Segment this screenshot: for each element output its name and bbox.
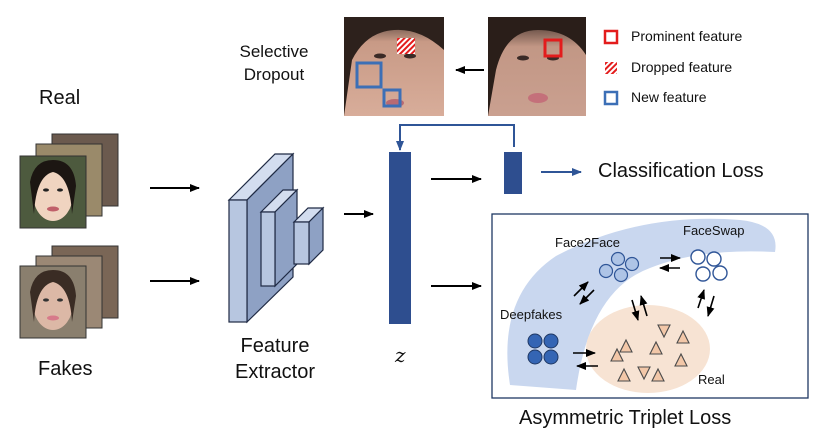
legend-dropped-swatch [605, 62, 617, 74]
legend-new-label: New feature [631, 89, 707, 105]
triplet-arrows [573, 254, 715, 370]
deepfakes-label: Deepfakes [500, 307, 563, 322]
feature-extractor-label-line2: Extractor [234, 361, 316, 383]
selective-dropout-label-line2: Dropout [243, 65, 305, 84]
face2face-cluster [598, 251, 640, 283]
dropout-face-before [488, 17, 586, 116]
dropped-feature-mark [397, 38, 415, 54]
z-label: z [395, 343, 406, 367]
legend-new-swatch [603, 90, 619, 106]
legend [603, 29, 619, 106]
legend-dropped-label: Dropped feature [631, 59, 733, 75]
face2face-label: Face2Face [555, 235, 621, 250]
fakes-label: Fakes [38, 358, 93, 380]
prominent-feature-box [543, 38, 563, 58]
new-feature-box-1 [355, 61, 383, 89]
real-cluster [610, 324, 690, 382]
dropout-face-after [344, 17, 444, 116]
asymmetric-triplet-loss-label: Asymmetric Triplet Loss [519, 407, 732, 429]
selective-dropout-label-line1: Selective [239, 42, 309, 61]
faceswap-label: FaceSwap [683, 223, 745, 238]
classification-loss-label: Classification Loss [598, 160, 764, 182]
fake-band [507, 218, 776, 390]
legend-prominent-label: Prominent feature [631, 28, 743, 44]
real-label: Real [39, 87, 81, 109]
classifier-output [504, 152, 522, 194]
faceswap-cluster [690, 249, 728, 282]
triplet-panel [491, 213, 809, 399]
real-face-stack [19, 133, 119, 229]
real-region [586, 305, 710, 393]
dropout-feedback-arrow [396, 124, 515, 151]
deepfakes-cluster [527, 333, 559, 365]
fake-face-stack [19, 245, 119, 339]
new-feature-box-2 [382, 88, 402, 108]
legend-prominent-swatch [603, 29, 619, 45]
feature-extractor-label-line1: Feature [240, 335, 310, 357]
feature-vector-z [389, 152, 411, 324]
real-cluster-label: Real [698, 372, 725, 387]
feature-extractor [227, 152, 325, 324]
